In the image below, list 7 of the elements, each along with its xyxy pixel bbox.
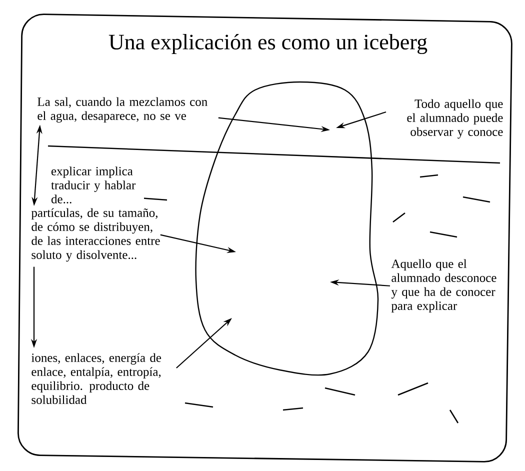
- note-text: La sal, cuando la mezclamos con el agua, desaparece, no se ve: [38, 97, 208, 123]
- note-text: Aquello que el alumnado desconoce y que ha de conocer para explicar: [391, 259, 496, 313]
- note-text: iones, enlaces, energía de enlace, entalpía, entropía, equilibrio. producto de solubilidad: [31, 353, 162, 404]
- edge-label: explicar implica traducir y hablar de...: [51, 166, 136, 204]
- title: Una explicación es como un iceberg: [108, 34, 428, 54]
- note-text: partículas, de su tamaño, de cómo se distribuyen, de las interacciones entre soluto y disolvente...: [31, 208, 160, 262]
- note-text: Todo aquello que el alumnado puede observar y conoce: [407, 99, 503, 139]
